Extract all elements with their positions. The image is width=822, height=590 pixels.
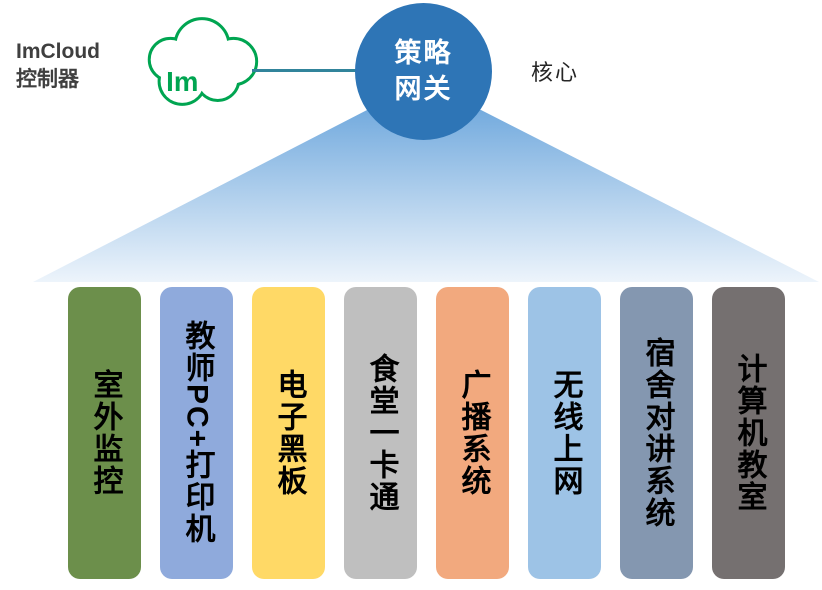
imcloud-controller-label: ImCloud 控制器 [16,40,100,92]
pillar: 计算机教室 [712,287,785,579]
pillar: 无线上网 [528,287,601,579]
pillar-label: 食堂一卡通 [364,353,398,513]
gateway-label: 策略 网关 [394,38,453,104]
pillar-label: 无线上网 [548,369,582,497]
core-label: 核心 [531,60,580,85]
pillar: 教师PC+打印机 [160,287,233,579]
pillar-label: 广播系统 [456,369,490,497]
pillar: 室外监控 [68,287,141,579]
pillar-label: 计算机教室 [732,353,766,513]
pillar-label: 教师PC+打印机 [180,320,214,546]
pillar: 宿舍对讲系统 [620,287,693,579]
pillar-label: 宿舍对讲系统 [640,337,674,529]
cloud-icon: Im [147,17,259,106]
pillar: 食堂一卡通 [344,287,417,579]
pillar-row: 室外监控 教师PC+打印机 电子黑板 食堂一卡通 广播系统 无线上网 宿舍对讲系统 计算机教室 [68,287,785,579]
pillar-label: 电子黑板 [272,369,306,497]
connector-line [252,69,358,72]
pillar: 电子黑板 [252,287,325,579]
pillar-label: 室外监控 [88,369,122,497]
pillar: 广播系统 [436,287,509,579]
cloud-logo-text: Im [166,66,198,97]
gateway-circle: 策略 网关 [355,3,492,140]
